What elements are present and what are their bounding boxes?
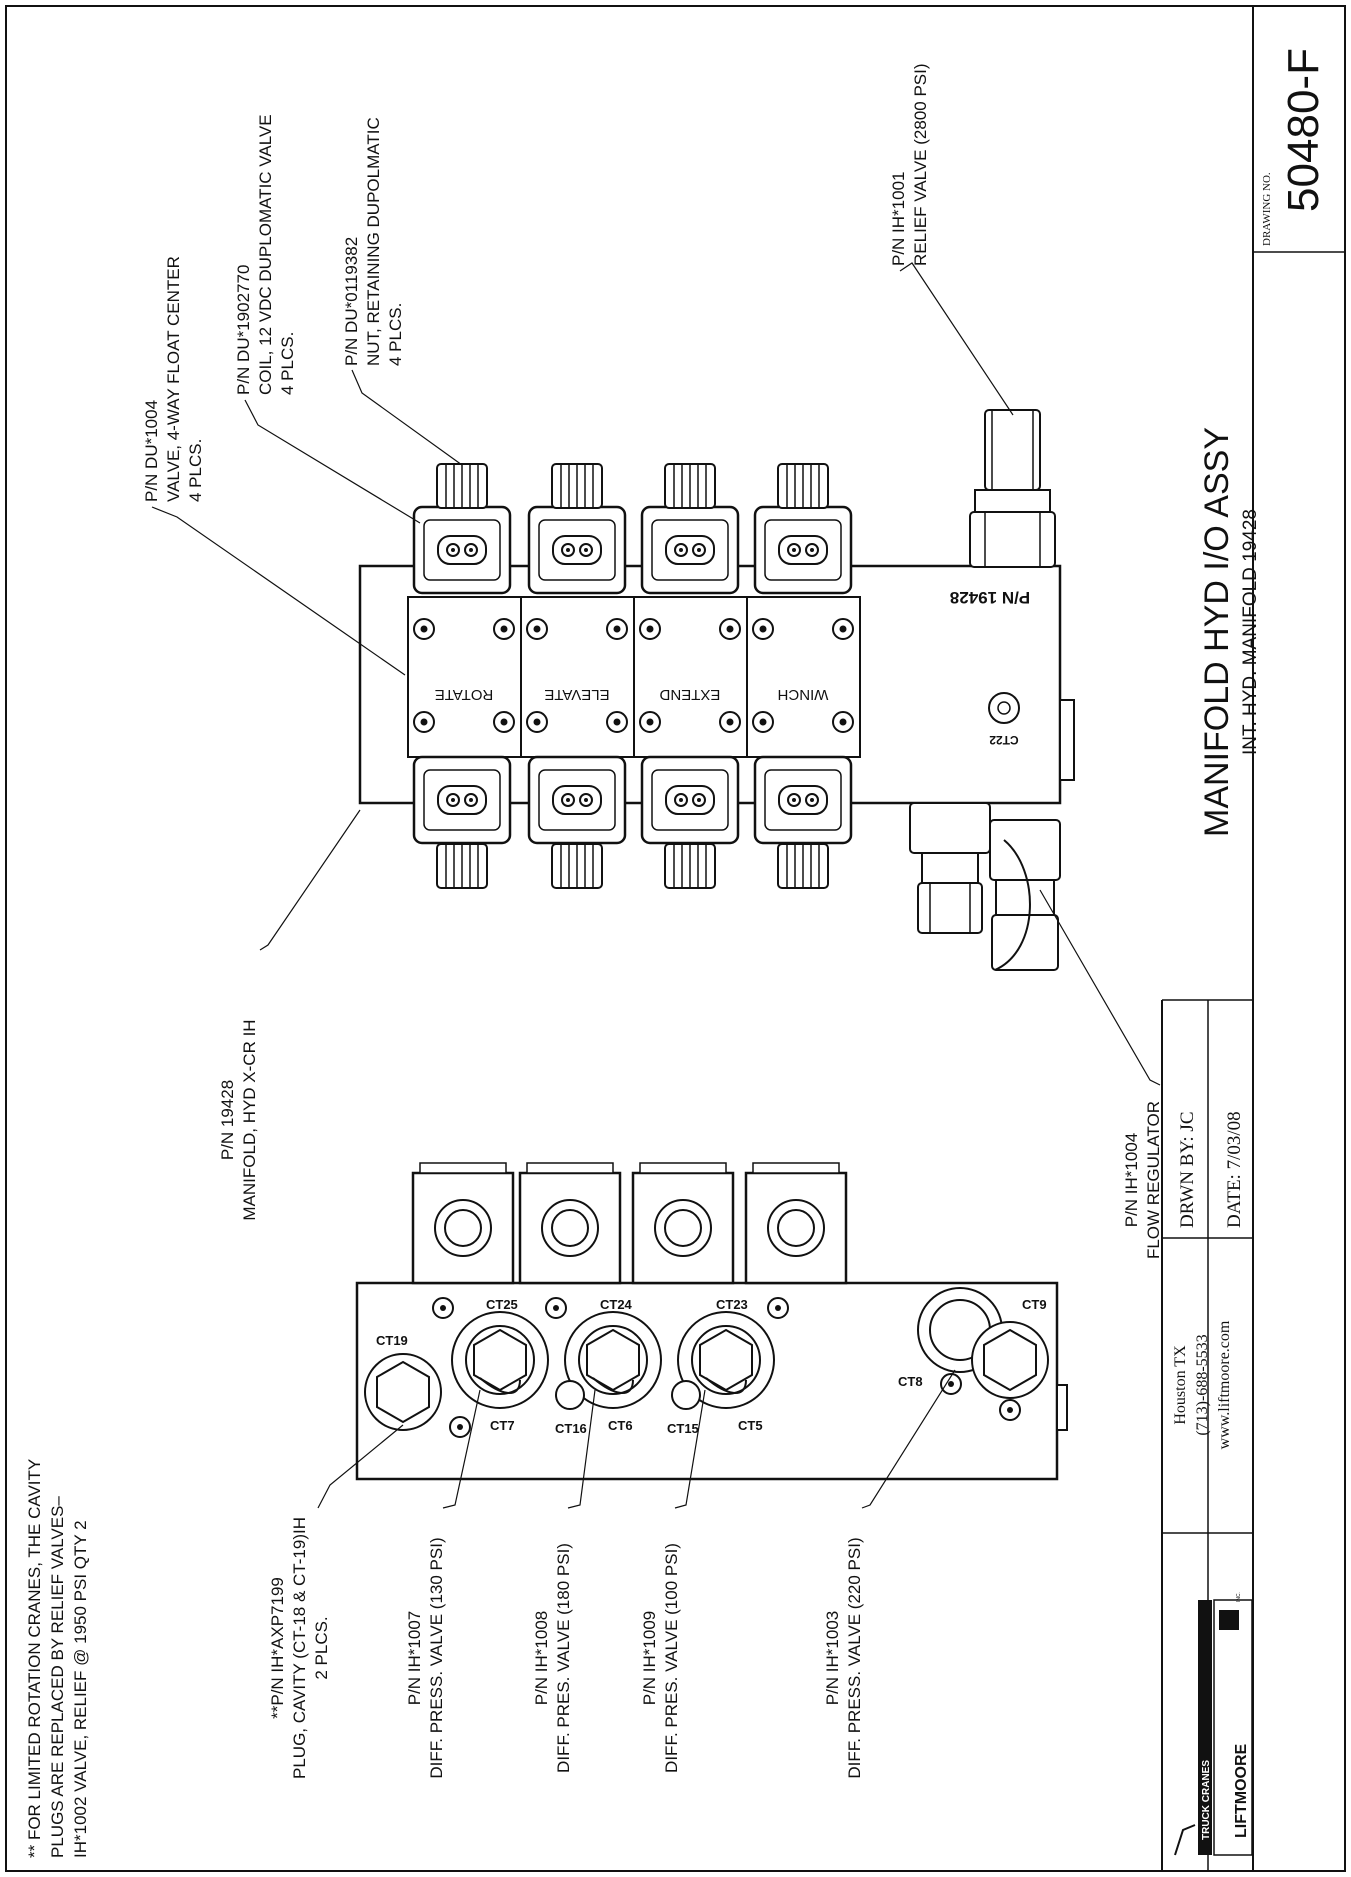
flow-regulator-cartridge (909, 802, 1061, 971)
callout-relief-valve: P/N IH*1001 RELIEF VALVE (2800 PSI) (889, 63, 930, 266)
limited-rotation-note: ** FOR LIMITED ROTATION CRANES, THE CAVI… (25, 1459, 90, 1858)
section-label-winch: WINCH (778, 686, 829, 703)
drawing-subtitle: INT. HYD. MANIFOLD 19428 (1240, 509, 1261, 755)
svg-text:MANIFOLD, HYD X-CR IH: MANIFOLD, HYD X-CR IH (240, 1019, 259, 1220)
label-ct5: CT5 (738, 1418, 763, 1433)
svg-text:TRUCK CRANES: TRUCK CRANES (1201, 1760, 1212, 1840)
title-block: LIFTMOORE TRUCK CRANES INC. Houston TX (… (1161, 6, 1345, 1871)
svg-text:RELIEF VALVE (2800 PSI): RELIEF VALVE (2800 PSI) (911, 63, 930, 266)
svg-text:2 PLCS.: 2 PLCS. (312, 1616, 331, 1679)
svg-text:4 PLCS.: 4 PLCS. (186, 439, 205, 502)
svg-text:IH*1002 VALVE, RELIEF @ 1950: IH*1002 VALVE, RELIEF @ 1950 PSI QTY 2 (71, 1520, 90, 1858)
svg-text:PLUG, CAVITY (CT-18 & CT-19)IH: PLUG, CAVITY (CT-18 & CT-19)IH (290, 1517, 309, 1779)
label-ct7: CT7 (490, 1418, 515, 1433)
svg-text:**P/N IH*AXP7199: **P/N IH*AXP7199 (268, 1577, 287, 1719)
svg-text:P/N DU*1004: P/N DU*1004 (142, 400, 161, 502)
svg-text:** FOR LIMITED ROTATION CRANES: ** FOR LIMITED ROTATION CRANES, THE CAVI… (25, 1459, 44, 1858)
svg-text:DIFF. PRES. VALVE (180 PSI): DIFF. PRES. VALVE (180 PSI) (554, 1543, 573, 1773)
svg-text:DIFF. PRESS. VALVE (220 PSI): DIFF. PRESS. VALVE (220 PSI) (845, 1537, 864, 1778)
svg-text:P/N IH*1003: P/N IH*1003 (823, 1611, 842, 1706)
svg-text:COIL, 12 VDC DUPLOMATIC VALVE: COIL, 12 VDC DUPLOMATIC VALVE (256, 114, 275, 395)
section-label-elevate: ELEVATE (544, 686, 609, 703)
callout-diff-valve-1009: P/N IH*1009 DIFF. PRES. VALVE (100 PSI) (640, 1543, 681, 1773)
svg-text:P/N IH*1008: P/N IH*1008 (532, 1611, 551, 1706)
liftmoore-logo: LIFTMOORE TRUCK CRANES INC. (1174, 1592, 1253, 1856)
svg-text:P/N DU*0119382: P/N DU*0119382 (342, 237, 361, 366)
label-ct19: CT19 (376, 1333, 408, 1348)
callout-manifold: P/N 19428 MANIFOLD, HYD X-CR IH (218, 1019, 259, 1220)
drawn-by: DRWN BY: JC (1177, 1112, 1198, 1229)
svg-text:PLUGS ARE REPLACED BY RELIEF V: PLUGS ARE REPLACED BY RELIEF VALVES– (48, 1496, 67, 1858)
label-ct16: CT16 (555, 1421, 587, 1436)
company-address: Houston TX (713)-688-5533 www.liftmoore.… (1172, 1320, 1233, 1449)
svg-text:DIFF. PRESS. VALVE (130 PSI): DIFF. PRESS. VALVE (130 PSI) (427, 1537, 446, 1778)
label-ct23: CT23 (716, 1297, 748, 1312)
manifold-top-view: ROTATE ELEVATE EXTEND WINCH P/N 19428 CT… (358, 409, 1075, 971)
section-label-extend: EXTEND (659, 686, 720, 703)
svg-text:P/N IH*1004: P/N IH*1004 (1122, 1133, 1141, 1228)
svg-text:www.liftmoore.com: www.liftmoore.com (1216, 1320, 1233, 1449)
svg-text:(713)-688-5533: (713)-688-5533 (1194, 1334, 1211, 1435)
callout-diff-valve-1003: P/N IH*1003 DIFF. PRESS. VALVE (220 PSI) (823, 1537, 864, 1778)
svg-text:LIFTMOORE: LIFTMOORE (1233, 1743, 1250, 1838)
callout-coil: P/N DU*1902770 COIL, 12 VDC DUPLOMATIC V… (234, 114, 297, 395)
drawing-title: MANIFOLD HYD I/O ASSY (1198, 427, 1236, 837)
label-ct24: CT24 (600, 1297, 633, 1312)
drawing-date: DATE: 7/03/08 (1224, 1111, 1245, 1228)
svg-text:P/N IH*1009: P/N IH*1009 (640, 1611, 659, 1706)
callout-flow-regulator: P/N IH*1004 FLOW REGULATOR (1122, 1101, 1163, 1259)
callout-nut: P/N DU*0119382 NUT, RETAINING DUPOLMATIC… (342, 117, 405, 366)
drawing-number: 50480-F (1279, 48, 1328, 212)
drawing-no-label: DRAWING NO. (1261, 172, 1273, 246)
svg-text:INC.: INC. (1236, 1592, 1242, 1602)
leader-lines (151, 262, 1161, 1509)
section-label-rotate: ROTATE (435, 686, 494, 703)
port-ct22-label: CT22 (989, 733, 1019, 747)
callout-valve: P/N DU*1004 VALVE, 4-WAY FLOAT CENTER 4 … (142, 256, 205, 502)
manifold-side-view: CT19 CT25 CT24 CT23 CT9 CT7 CT16 CT6 CT1… (355, 1162, 1068, 1481)
drawing-border (5, 5, 1346, 1872)
manifold-stamp: P/N 19428 (950, 588, 1030, 607)
callout-diff-valve-1007: P/N IH*1007 DIFF. PRESS. VALVE (130 PSI) (405, 1537, 446, 1778)
svg-text:VALVE, 4-WAY FLOAT CENTER: VALVE, 4-WAY FLOAT CENTER (164, 256, 183, 502)
svg-text:P/N IH*1001: P/N IH*1001 (889, 172, 908, 267)
label-ct6: CT6 (608, 1418, 633, 1433)
label-ct15: CT15 (667, 1421, 699, 1436)
svg-text:4 PLCS.: 4 PLCS. (278, 332, 297, 395)
side-coils (411, 1162, 848, 1285)
callout-plug: **P/N IH*AXP7199 PLUG, CAVITY (CT-18 & C… (268, 1517, 331, 1779)
label-ct9: CT9 (1022, 1297, 1047, 1312)
svg-text:P/N DU*1902770: P/N DU*1902770 (234, 265, 253, 395)
svg-text:4 PLCS.: 4 PLCS. (386, 303, 405, 366)
svg-text:FLOW REGULATOR: FLOW REGULATOR (1144, 1101, 1163, 1259)
label-ct8: CT8 (898, 1374, 923, 1389)
svg-text:P/N 19428: P/N 19428 (218, 1080, 237, 1160)
svg-text:NUT, RETAINING DUPOLMATIC: NUT, RETAINING DUPOLMATIC (364, 117, 383, 366)
svg-text:DIFF. PRES. VALVE (100 PSI): DIFF. PRES. VALVE (100 PSI) (662, 1543, 681, 1773)
port-ct15 (671, 1380, 701, 1410)
relief-valve-cartridge (969, 409, 1056, 568)
port-ct16 (555, 1380, 585, 1410)
svg-text:Houston TX: Houston TX (1172, 1345, 1189, 1425)
callout-diff-valve-1008: P/N IH*1008 DIFF. PRES. VALVE (180 PSI) (532, 1543, 573, 1773)
svg-text:P/N IH*1007: P/N IH*1007 (405, 1611, 424, 1706)
label-ct25: CT25 (486, 1297, 518, 1312)
